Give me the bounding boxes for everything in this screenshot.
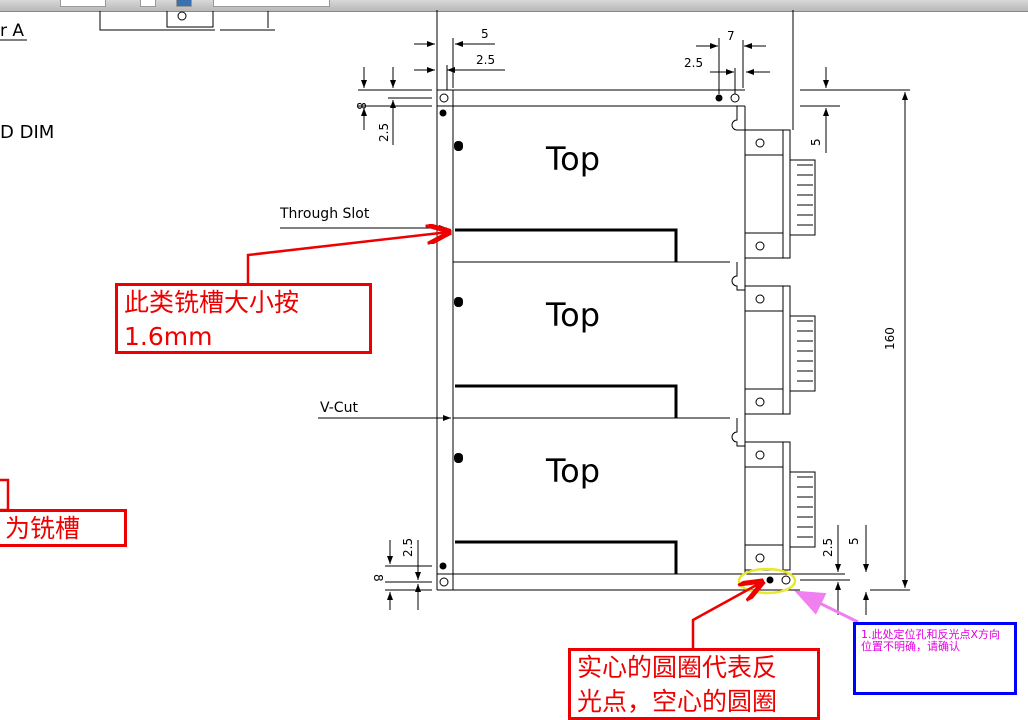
question-note-leader <box>794 590 859 624</box>
note-line: 此类铣槽大小按 <box>124 288 300 317</box>
top-label: Top <box>545 140 600 178</box>
note-line: 1.6mm <box>124 322 213 351</box>
v-cut-label: V-Cut <box>320 400 358 416</box>
dim-text: 2.5 <box>476 53 495 67</box>
section-label: r A <box>0 21 24 41</box>
dim-text: 160 <box>883 327 897 350</box>
dim-text: 8 <box>354 102 368 110</box>
fiducial-note-leader <box>691 582 762 648</box>
dim-text: 8 <box>371 574 385 582</box>
fiducial-note: 实心的圆圈代表反 光点，空心的圆圈 <box>568 648 820 720</box>
toolbar-field[interactable] <box>213 0 330 7</box>
top-label: Top <box>545 296 600 334</box>
toolbar-button[interactable] <box>176 0 192 7</box>
dim-text: 2.5 <box>377 123 391 142</box>
toolbar <box>0 0 1028 12</box>
toolbar-field[interactable] <box>60 0 106 7</box>
dim-text: 5 <box>481 27 489 41</box>
dim-text: 2.5 <box>821 538 835 557</box>
note-line: 实心的圆圈代表反 <box>577 653 778 682</box>
through-slot-label: Through Slot <box>279 206 370 222</box>
dim-text: 2.5 <box>684 56 703 70</box>
note-line: 光点，空心的圆圈 <box>577 687 778 716</box>
note-line: 为铣槽 <box>5 514 81 543</box>
red-box-fragment <box>0 478 10 512</box>
dim-text: 2.5 <box>401 538 415 557</box>
dim-text: 5 <box>809 138 823 146</box>
top-label: Top <box>545 452 600 490</box>
dim-text: 7 <box>727 29 735 43</box>
milling-note: 为铣槽 <box>0 509 127 547</box>
dim-label: D DIM <box>0 122 54 143</box>
dim-text: 5 <box>847 537 861 545</box>
question-note: 1.此处定位孔和反光点X方向位置不明确，请确认 <box>853 622 1017 695</box>
slot-size-note: 此类铣槽大小按 1.6mm <box>115 283 372 354</box>
connector <box>744 129 816 259</box>
toolbar-button[interactable] <box>140 0 156 7</box>
question-text: 1.此处定位孔和反光点X方向位置不明确，请确认 <box>861 628 1001 653</box>
slot-note-leader <box>246 232 449 283</box>
